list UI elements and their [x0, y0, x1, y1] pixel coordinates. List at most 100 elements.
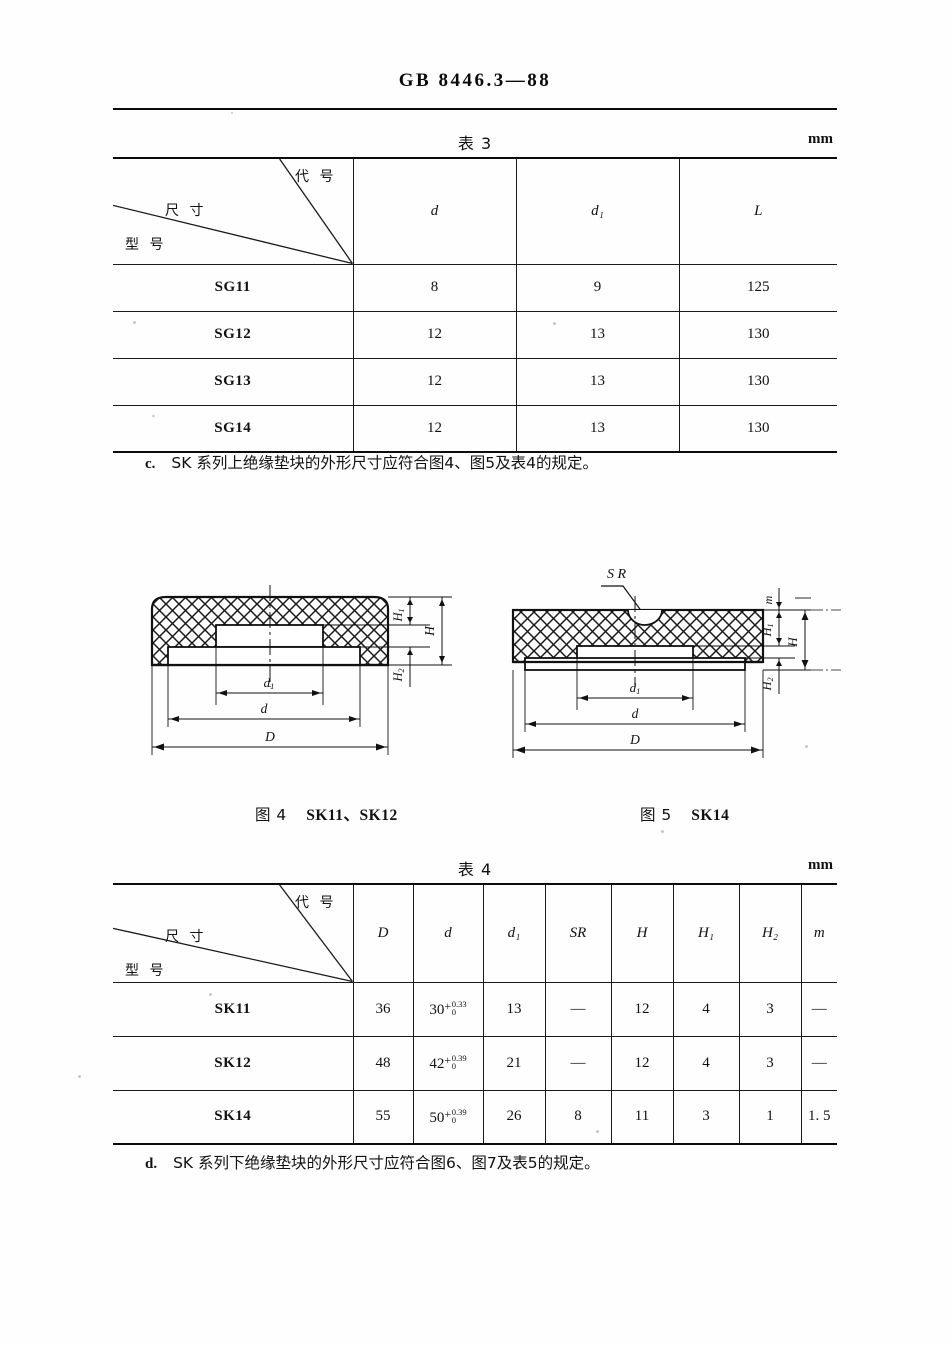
table3-col-d1: d₁: [515, 157, 680, 265]
table4-row1-D: 48: [352, 1035, 414, 1091]
table3-row2-L: 130: [678, 357, 837, 406]
table4: 代 号 尺 寸 型 号 D d d₁ SR H H₁ H₂ m SK11 36: [113, 883, 837, 1145]
scan-speck: [209, 993, 212, 996]
table4-col-H2: H₂: [738, 883, 802, 983]
table4-row0-H2: 3: [738, 981, 802, 1037]
figure5-label-SR: S R: [607, 567, 627, 582]
table4-col-H: H: [610, 883, 674, 983]
table3-unit: mm: [808, 131, 833, 147]
table-row: SG12 12 13 130: [113, 310, 837, 359]
table4-row1-H2: 3: [738, 1035, 802, 1091]
figure4-caption-prefix: 图 4: [255, 806, 287, 824]
table4-col-D: D: [352, 883, 414, 983]
table3-row2-model: SG13: [113, 357, 354, 406]
paragraph-c-text: SK 系列上绝缘垫块的外形尺寸应符合图4、图5及表4的规定。: [171, 454, 598, 472]
table3-row2-d1: 13: [515, 357, 680, 406]
table3-row0-d1: 9: [515, 263, 680, 312]
paragraph-d-marker: d.: [145, 1156, 158, 1172]
figure4-caption: 图 4 SK11、SK12: [255, 803, 398, 825]
table4-row2-SR: 8: [544, 1089, 612, 1145]
table4-row2-m: 1. 5: [800, 1089, 837, 1145]
page-header: GB 8446.3—88: [113, 70, 837, 92]
standard-number: GB 8446.3—88: [398, 70, 552, 91]
table4-caption: 表 4: [457, 860, 493, 879]
table4-col-SR: SR: [544, 883, 612, 983]
table4-row1-model: SK12: [113, 1035, 354, 1091]
table4-row1-SR: —: [544, 1035, 612, 1091]
figure4-label-d: d: [261, 701, 268, 716]
table4-row1-d1: 21: [482, 1035, 546, 1091]
table3-header-row: 代 号 尺 寸 型 号 d d₁ L: [113, 157, 837, 265]
table3-row0-model: SG11: [113, 263, 354, 312]
table4-row2-model: SK14: [113, 1089, 354, 1145]
table3-row1-d: 12: [352, 310, 517, 359]
scan-speck: [553, 322, 556, 325]
figure5-label-m: m: [761, 595, 775, 604]
table4-row2-d1: 26: [482, 1089, 546, 1145]
figure5-caption: 图 5 SK14: [640, 803, 729, 825]
scan-speck: [596, 1130, 599, 1133]
scan-speck: [231, 112, 233, 114]
table4-col-m: m: [800, 883, 837, 983]
table4-model-label: 型 号: [125, 963, 167, 979]
figure4-label-H2: H2: [391, 668, 406, 682]
scan-speck: [133, 321, 136, 324]
table4-row0-d1: 13: [482, 981, 546, 1037]
table4-col-d: d: [412, 883, 484, 983]
scan-speck: [78, 1075, 81, 1078]
table4-row1-H1: 4: [672, 1035, 740, 1091]
figure5-sr-notch: [627, 609, 663, 626]
table3-col-L: L: [678, 157, 837, 265]
table3-col-d: d: [352, 157, 517, 265]
table3-dimension-label: 尺 寸: [165, 203, 207, 219]
figure5-caption-models: SK14: [691, 807, 730, 824]
table3-code-label: 代 号: [295, 169, 337, 185]
figure5-label-H2: H2: [760, 677, 775, 691]
table3-row0-L: 125: [678, 263, 837, 312]
table4-row0-D: 36: [352, 981, 414, 1037]
table4-corner-cell: 代 号 尺 寸 型 号: [113, 883, 354, 983]
table-row: SG11 8 9 125: [113, 263, 837, 312]
table3-row1-L: 130: [678, 310, 837, 359]
figure4-label-D: D: [264, 729, 275, 744]
table3-caption: 表 3: [457, 134, 493, 153]
table4-row2-H2: 1: [738, 1089, 802, 1145]
figure5-label-d: d: [632, 706, 639, 721]
table4-row0-H1: 4: [672, 981, 740, 1037]
figure4-caption-models: SK11、SK12: [306, 807, 398, 824]
table3-row0-d: 8: [352, 263, 517, 312]
figure5-label-d1: d1: [630, 680, 641, 696]
table4-col-H1: H₁: [672, 883, 740, 983]
table4-row1-H: 12: [610, 1035, 674, 1091]
figure4-lower-recess: [167, 646, 361, 666]
table4-unit: mm: [808, 857, 833, 873]
header-rule: [113, 108, 837, 110]
table4-row0-SR: —: [544, 981, 612, 1037]
table4-code-label: 代 号: [295, 895, 337, 911]
figure5-caption-prefix: 图 5: [640, 806, 672, 824]
figure4-label-H: H: [422, 625, 437, 637]
table4-row2-D: 55: [352, 1089, 414, 1145]
table4-header-row: 代 号 尺 寸 型 号 D d d₁ SR H H₁ H₂ m: [113, 883, 837, 983]
table3-corner-cell: 代 号 尺 寸 型 号: [113, 157, 354, 265]
paragraph-d: d.SK 系列下绝缘垫块的外形尺寸应符合图6、图7及表5的规定。: [145, 1151, 600, 1173]
table3-row2-d: 12: [352, 357, 517, 406]
scan-speck: [805, 745, 808, 748]
figure5-label-D: D: [629, 732, 640, 747]
table4-row0-m: —: [800, 981, 837, 1037]
scan-speck: [152, 415, 155, 417]
table3-row3-d: 12: [352, 404, 517, 453]
figure-4: H1 H H2 d1 d: [140, 565, 470, 785]
table4-col-d1: d₁: [482, 883, 546, 983]
table3-row1-model: SG12: [113, 310, 354, 359]
table3-model-label: 型 号: [125, 237, 167, 253]
table3-row3-L: 130: [678, 404, 837, 453]
table4-row2-H1: 3: [672, 1089, 740, 1145]
table3-row3-d1: 13: [515, 404, 680, 453]
